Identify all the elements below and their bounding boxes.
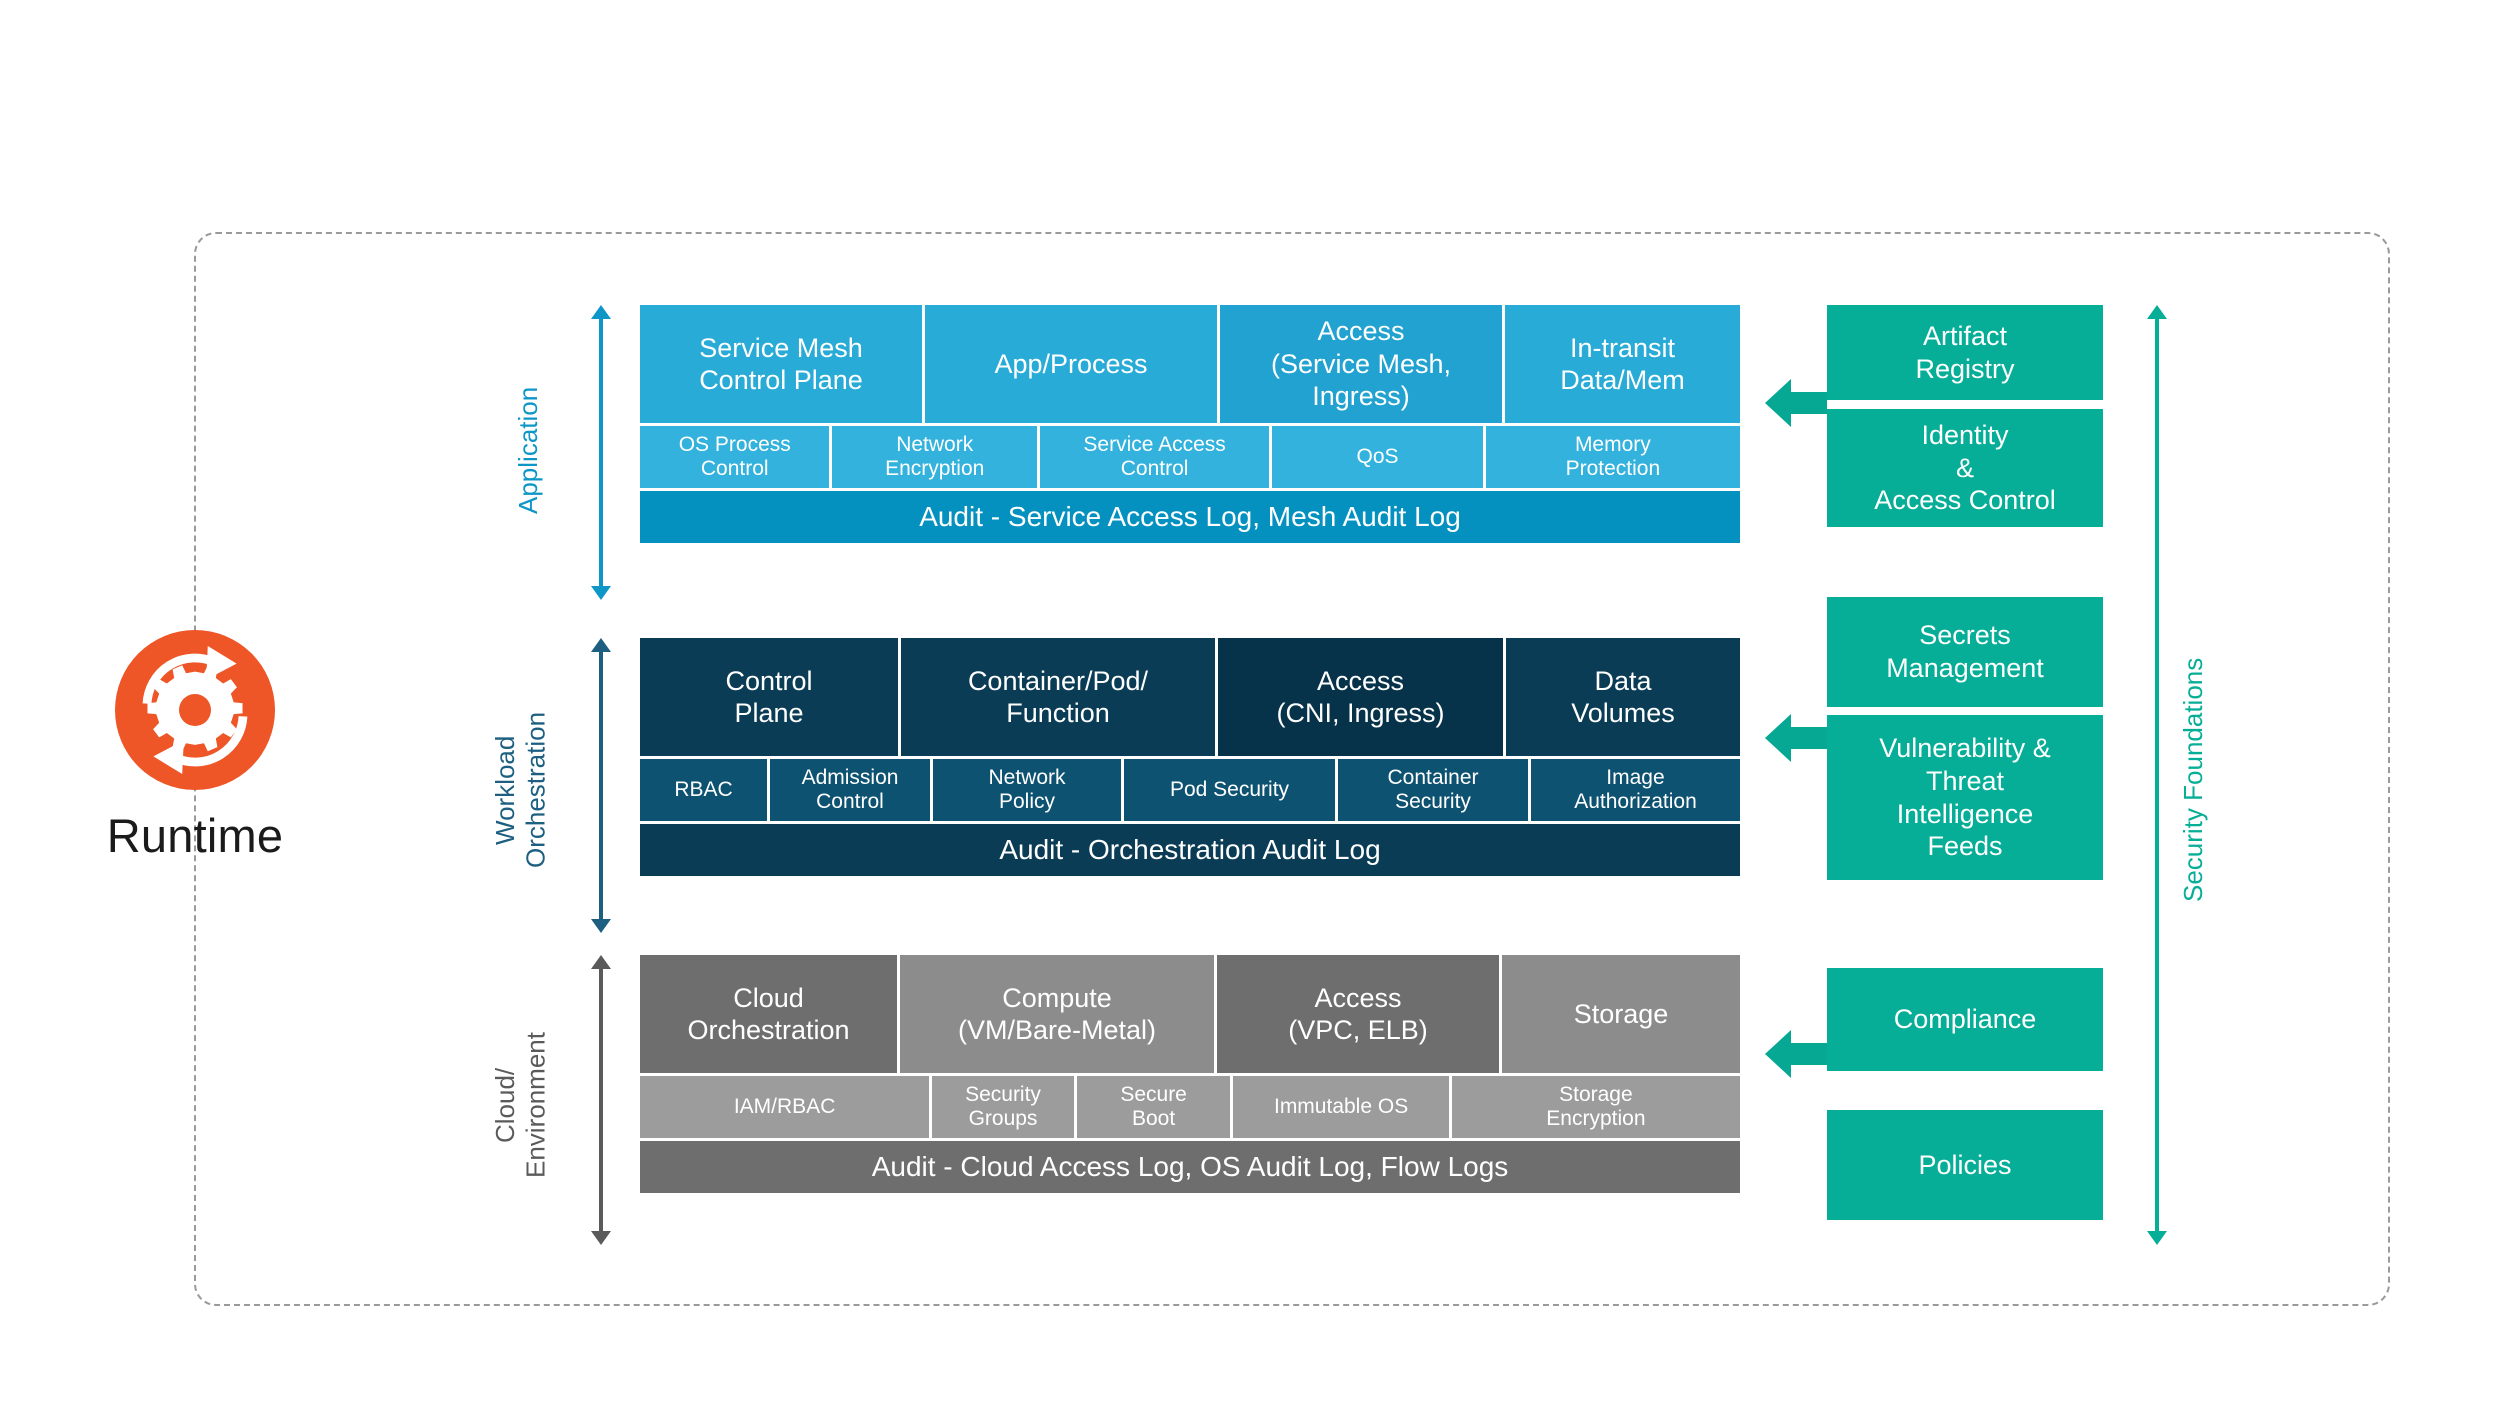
- application-audit-bar[interactable]: Audit - Service Access Log, Mesh Audit L…: [640, 491, 1740, 543]
- cell-data-volumes[interactable]: Data Volumes: [1506, 638, 1740, 756]
- cell-access-service-mesh-ingress[interactable]: Access (Service Mesh, Ingress): [1220, 305, 1502, 423]
- gear-refresh-icon: [115, 630, 275, 790]
- cell-app-process[interactable]: App/Process: [925, 305, 1217, 423]
- foundation-compliance[interactable]: Compliance: [1827, 968, 2103, 1071]
- layer-cloud-environment: Cloud Orchestration Compute (VM/Bare-Met…: [640, 955, 1740, 1193]
- cell-network-policy[interactable]: Network Policy: [933, 759, 1121, 821]
- foundation-vulnerability-threat-feeds[interactable]: Vulnerability & Threat Intelligence Feed…: [1827, 715, 2103, 880]
- cell-iam-rbac[interactable]: IAM/RBAC: [640, 1076, 930, 1138]
- foundation-identity-access-control[interactable]: Identity & Access Control: [1827, 409, 2103, 527]
- workload-audit-bar[interactable]: Audit - Orchestration Audit Log: [640, 824, 1740, 876]
- workload-axis-arrow: [591, 638, 611, 933]
- workload-main-row: Control Plane Container/Pod/ Function Ac…: [640, 638, 1740, 756]
- cell-qos[interactable]: QoS: [1272, 426, 1483, 488]
- application-sub-row: OS Process Control Network Encryption Se…: [640, 426, 1741, 488]
- cell-cloud-orchestration[interactable]: Cloud Orchestration: [640, 955, 897, 1073]
- layer-workload-orchestration: Control Plane Container/Pod/ Function Ac…: [640, 638, 1740, 876]
- cell-in-transit-data-mem[interactable]: In-transit Data/Mem: [1505, 305, 1740, 423]
- foundation-policies[interactable]: Policies: [1827, 1110, 2103, 1220]
- cell-compute-vm-bare-metal[interactable]: Compute (VM/Bare-Metal): [900, 955, 1214, 1073]
- feed-arrow-cloud: [1765, 1026, 1827, 1082]
- cell-secure-boot[interactable]: Secure Boot: [1076, 1076, 1231, 1138]
- cell-control-plane[interactable]: Control Plane: [640, 638, 898, 756]
- cell-access-cni-ingress[interactable]: Access (CNI, Ingress): [1218, 638, 1503, 756]
- workload-axis-label: Workload Orchestration: [490, 711, 551, 869]
- application-axis-label: Application: [513, 386, 543, 514]
- cell-container-security[interactable]: Container Security: [1338, 759, 1528, 821]
- cell-access-vpc-elb[interactable]: Access (VPC, ELB): [1217, 955, 1499, 1073]
- cell-security-groups[interactable]: Security Groups: [932, 1076, 1074, 1138]
- cell-os-process-control[interactable]: OS Process Control: [640, 426, 830, 488]
- feed-arrow-workload: [1765, 710, 1827, 766]
- cell-network-encryption[interactable]: Network Encryption: [832, 426, 1037, 488]
- workload-sub-row: RBAC Admission Control Network Policy Po…: [640, 759, 1740, 821]
- cloud-main-row: Cloud Orchestration Compute (VM/Bare-Met…: [640, 955, 1740, 1073]
- cloud-audit-bar[interactable]: Audit - Cloud Access Log, OS Audit Log, …: [640, 1141, 1740, 1193]
- runtime-badge: Runtime: [100, 630, 290, 863]
- cell-immutable-os[interactable]: Immutable OS: [1233, 1076, 1449, 1138]
- layer-application: Service Mesh Control Plane App/Process A…: [640, 305, 1741, 543]
- cloud-sub-row: IAM/RBAC Security Groups Secure Boot Imm…: [640, 1076, 1740, 1138]
- cell-pod-security[interactable]: Pod Security: [1124, 759, 1335, 821]
- cell-storage-encryption[interactable]: Storage Encryption: [1451, 1076, 1740, 1138]
- application-axis-arrow: [591, 305, 611, 600]
- foundation-artifact-registry[interactable]: Artifact Registry: [1827, 305, 2103, 400]
- cell-service-access-control[interactable]: Service Access Control: [1039, 426, 1270, 488]
- cell-storage[interactable]: Storage: [1502, 955, 1740, 1073]
- security-foundations-axis-label: Security Foundations: [2178, 657, 2208, 903]
- cloud-axis-arrow: [591, 955, 611, 1245]
- foundation-secrets-management[interactable]: Secrets Management: [1827, 597, 2103, 707]
- security-foundations-axis-arrow: [2147, 305, 2167, 1245]
- cloud-axis-label: Cloud/ Environment: [490, 1032, 551, 1178]
- feed-arrow-application: [1765, 375, 1827, 431]
- application-main-row: Service Mesh Control Plane App/Process A…: [640, 305, 1740, 423]
- cell-image-authorization[interactable]: Image Authorization: [1531, 759, 1740, 821]
- cell-rbac[interactable]: RBAC: [640, 759, 767, 821]
- cell-admission-control[interactable]: Admission Control: [770, 759, 930, 821]
- cell-service-mesh-control-plane[interactable]: Service Mesh Control Plane: [640, 305, 922, 423]
- runtime-label: Runtime: [106, 809, 284, 862]
- cell-container-pod-function[interactable]: Container/Pod/ Function: [901, 638, 1215, 756]
- cell-memory-protection[interactable]: Memory Protection: [1485, 426, 1741, 488]
